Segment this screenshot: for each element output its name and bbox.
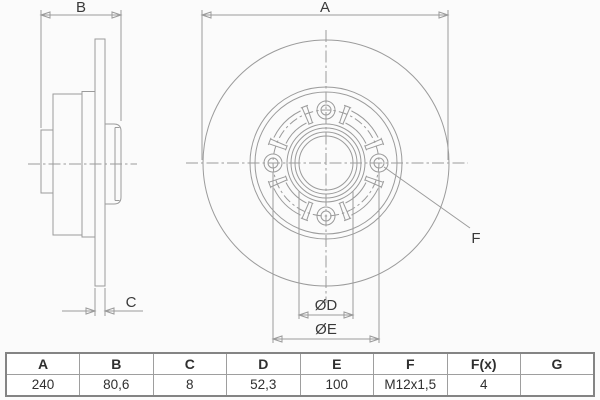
spec-value-b: 80,6 (79, 373, 154, 397)
spec-value-e: 100 (299, 373, 374, 397)
spec-value-g (520, 373, 595, 397)
spec-header-d: D (226, 352, 301, 375)
spec-table-header-row: A B C D E F F(x) G (5, 352, 595, 375)
dim-label-b: B (76, 0, 86, 16)
spec-table-value-row: 240 80,6 8 52,3 100 M12x1,5 4 (5, 373, 595, 397)
dim-label-c: C (126, 294, 137, 311)
center-lines (28, 30, 468, 303)
spec-value-d: 52,3 (226, 373, 301, 397)
dimension-arrowheads (41, 12, 448, 342)
side-view (41, 39, 121, 286)
spec-value-c: 8 (152, 373, 227, 397)
dimension-lines (41, 10, 470, 343)
spec-value-a: 240 (5, 373, 80, 397)
spec-header-c: C (152, 352, 227, 375)
dim-label-f: F (471, 230, 480, 247)
spec-header-a: A (5, 352, 80, 375)
dim-label-e: ØE (315, 321, 337, 338)
spec-header-b: B (79, 352, 154, 375)
spec-header-g: G (520, 352, 595, 375)
spec-table: A B C D E F F(x) G 240 80,6 8 52,3 100 M… (5, 352, 595, 397)
spec-header-fx: F(x) (446, 352, 521, 375)
spec-value-fx: 4 (446, 373, 521, 397)
front-view (203, 40, 449, 286)
dim-label-d: ØD (315, 297, 338, 314)
dim-label-a: A (320, 0, 330, 16)
spec-value-f: M12x1,5 (373, 373, 448, 397)
spec-header-e: E (299, 352, 374, 375)
spec-header-f: F (373, 352, 448, 375)
technical-drawing: B A C ØD ØE F (0, 0, 481, 345)
